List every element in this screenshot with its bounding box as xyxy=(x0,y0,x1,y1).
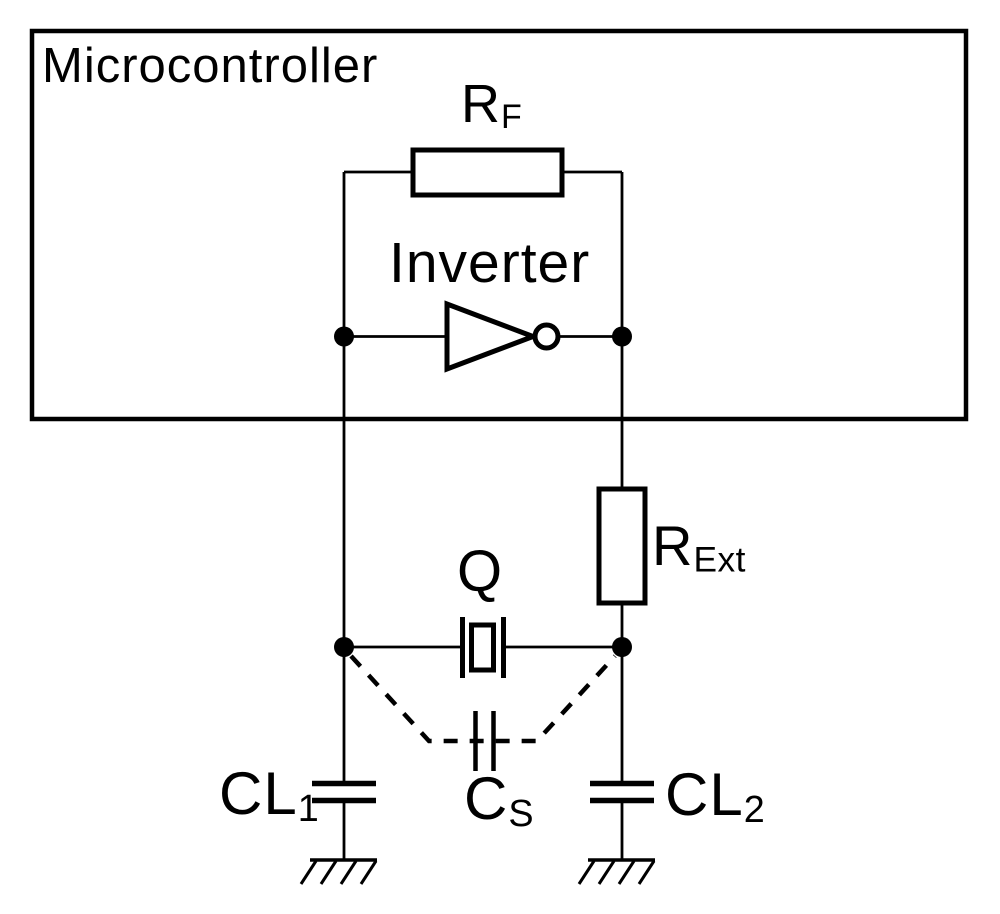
inverter-triangle-icon xyxy=(444,300,541,373)
shunt-capacitor-label: CS xyxy=(464,769,534,834)
node-dot-inverter-output xyxy=(612,326,632,347)
inverter-bubble-icon xyxy=(532,322,561,351)
external-resistor-label-sub: Ext xyxy=(693,540,746,580)
microcontroller-label: Microcontroller xyxy=(42,39,379,93)
load-capacitor-2-label: CL2 xyxy=(665,765,765,830)
load-capacitor-2-label-base: CL xyxy=(665,761,744,828)
external-resistor-label: RExt xyxy=(652,518,746,578)
shunt-capacitor-label-base: C xyxy=(464,765,509,832)
external-resistor-label-base: R xyxy=(652,514,694,577)
ground-symbol-right xyxy=(577,858,656,885)
shunt-capacitor-label-sub: S xyxy=(508,792,535,835)
node-dot-crystal-left xyxy=(334,637,354,657)
load-capacitor-2-label-sub: 2 xyxy=(743,788,766,831)
node-dot-inverter-input xyxy=(334,326,354,347)
node-dot-crystal-right xyxy=(612,637,632,657)
feedback-resistor-label-base: R xyxy=(461,74,501,134)
shunt-capacitance-dashed-path xyxy=(349,654,617,744)
external-resistor-body xyxy=(596,486,648,606)
ground-symbol-left xyxy=(299,858,378,885)
feedback-resistor-label: RF xyxy=(461,77,522,134)
crystal-body xyxy=(469,622,496,673)
microcontroller-box xyxy=(29,28,969,422)
load-capacitor-1-label: CL1 xyxy=(219,764,319,829)
crystal-label: Q xyxy=(457,539,504,604)
feedback-resistor-body xyxy=(410,147,565,198)
load-capacitor-1-label-sub: 1 xyxy=(297,787,320,830)
feedback-resistor-label-sub: F xyxy=(501,98,523,137)
load-capacitor-1-label-base: CL xyxy=(219,760,298,827)
inverter-label: Inverter xyxy=(389,231,591,295)
